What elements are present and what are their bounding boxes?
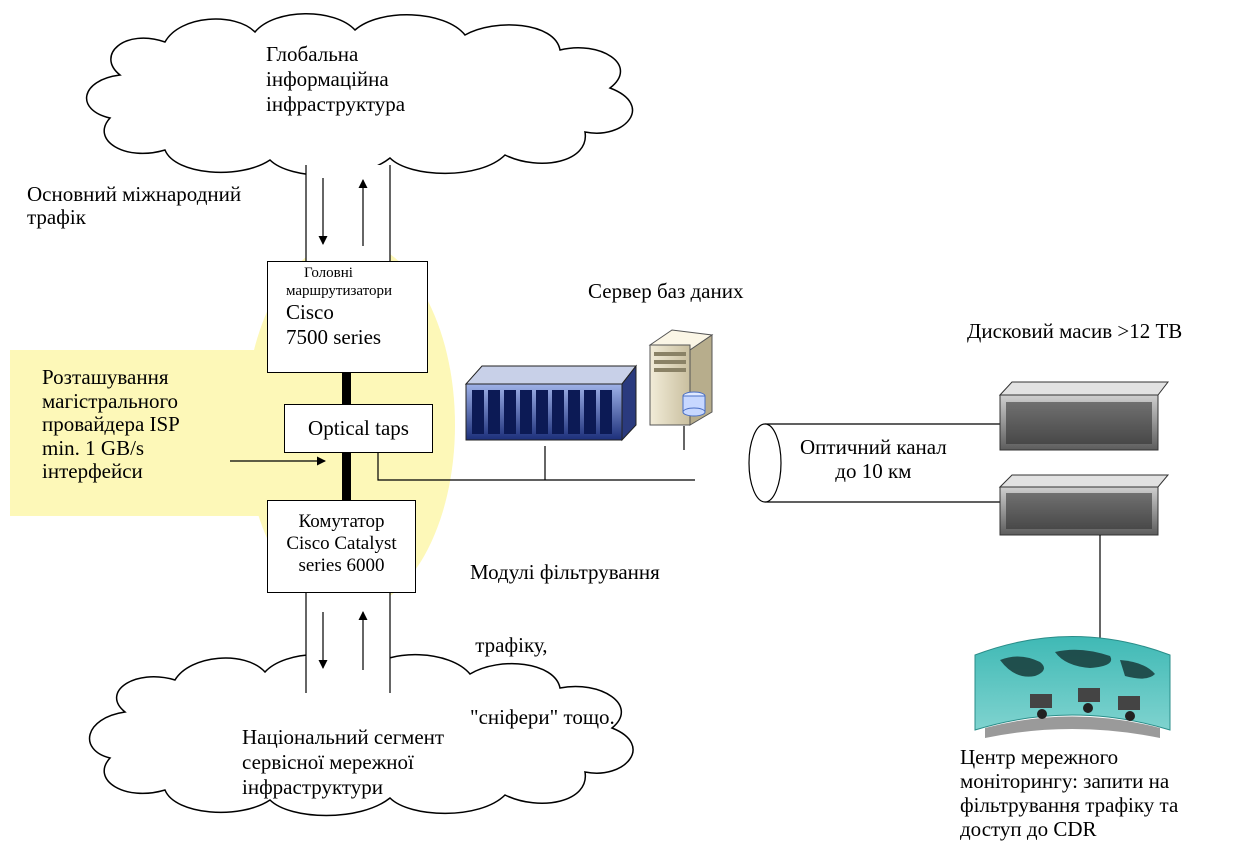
upper-trunk — [305, 165, 391, 262]
filter-modules-line-2: трафіку, — [470, 632, 548, 657]
isp-location-line-2: магістрального — [42, 388, 179, 413]
national-cloud-label: Національний сегмент сервісної мережної … — [242, 725, 444, 799]
global-cloud-shape — [85, 13, 634, 177]
link-taps-switch — [342, 453, 351, 501]
isp-location-line-3: провайдера ISP — [42, 412, 180, 437]
db-server-label: Сервер баз даних — [588, 279, 744, 303]
global-cloud-line-2: інформаційна — [266, 66, 389, 91]
switch-box: Комутатор Cisco Catalyst series 6000 — [267, 500, 416, 593]
switch-line-3: series 6000 — [298, 554, 385, 576]
optical-channel-label: Оптичний канал до 10 км — [800, 435, 947, 483]
main-traffic-label: Основний міжнародний трафік — [27, 182, 242, 230]
monitoring-center-line-2: моніторингу: запити на — [960, 769, 1170, 794]
isp-location-label: Розташування магістрального провайдера I… — [42, 365, 180, 484]
global-cloud-label: Глобальна інформаційна інфраструктура — [266, 42, 405, 116]
isp-location-line-5: інтерфейси — [42, 459, 143, 484]
isp-location-line-1: Розташування — [42, 365, 169, 389]
national-cloud-line-1: Національний сегмент — [242, 725, 445, 749]
monitoring-center-line-1: Центр мережного — [960, 745, 1119, 769]
main-traffic-line-1: Основний міжнародний — [27, 182, 242, 206]
optical-taps-box: Optical taps — [284, 404, 433, 453]
national-cloud-line-3: інфраструктури — [242, 774, 384, 799]
isp-location-line-4: min. 1 GB/s — [42, 435, 145, 460]
filter-modules-icon — [464, 364, 638, 442]
filter-modules-line-3: "сніфери" тощо. — [470, 705, 615, 730]
global-cloud-line-3: інфраструктура — [266, 91, 406, 116]
main-traffic-line-2: трафік — [27, 205, 86, 230]
routers-line-3: Cisco — [286, 300, 334, 324]
optical-channel-line-2: до 10 км — [835, 459, 912, 484]
optical-channel-line-1: Оптичний канал — [800, 435, 947, 459]
filter-modules-label: Модулі фільтрування трафіку, "сніфери" т… — [470, 512, 660, 753]
monitoring-center-line-4: доступ до CDR — [960, 817, 1097, 842]
disk-array-icon — [998, 381, 1170, 536]
filter-modules-line-1: Модулі фільтрування — [470, 560, 660, 585]
routers-line-4: 7500 series — [286, 325, 382, 350]
monitoring-center-line-3: фільтрування трафіку та — [960, 793, 1179, 818]
tap-connection-line — [377, 448, 695, 481]
routers-line-1: Головні — [304, 265, 353, 281]
routers-box: Головні маршрутизатори Cisco 7500 series — [267, 261, 428, 373]
database-server-icon — [648, 329, 714, 426]
optical-taps-label: Optical taps — [308, 416, 409, 440]
national-cloud-line-2: сервісної мережної — [242, 749, 414, 774]
monitoring-center-icon — [974, 636, 1171, 738]
link-routers-taps — [342, 372, 351, 404]
global-cloud-line-1: Глобальна — [266, 42, 359, 66]
switch-line-2: Cisco Catalyst — [286, 532, 397, 554]
switch-line-1: Комутатор — [298, 511, 385, 532]
lower-trunk — [305, 593, 391, 693]
monitoring-center-label: Центр мережного моніторингу: запити на ф… — [960, 745, 1178, 842]
disk-array-label: Дисковий масив >12 TB — [967, 319, 1183, 343]
optical-channel-cylinder — [748, 423, 1000, 503]
routers-line-2: маршрутизатори — [286, 283, 393, 299]
national-cloud-shape — [88, 653, 634, 817]
